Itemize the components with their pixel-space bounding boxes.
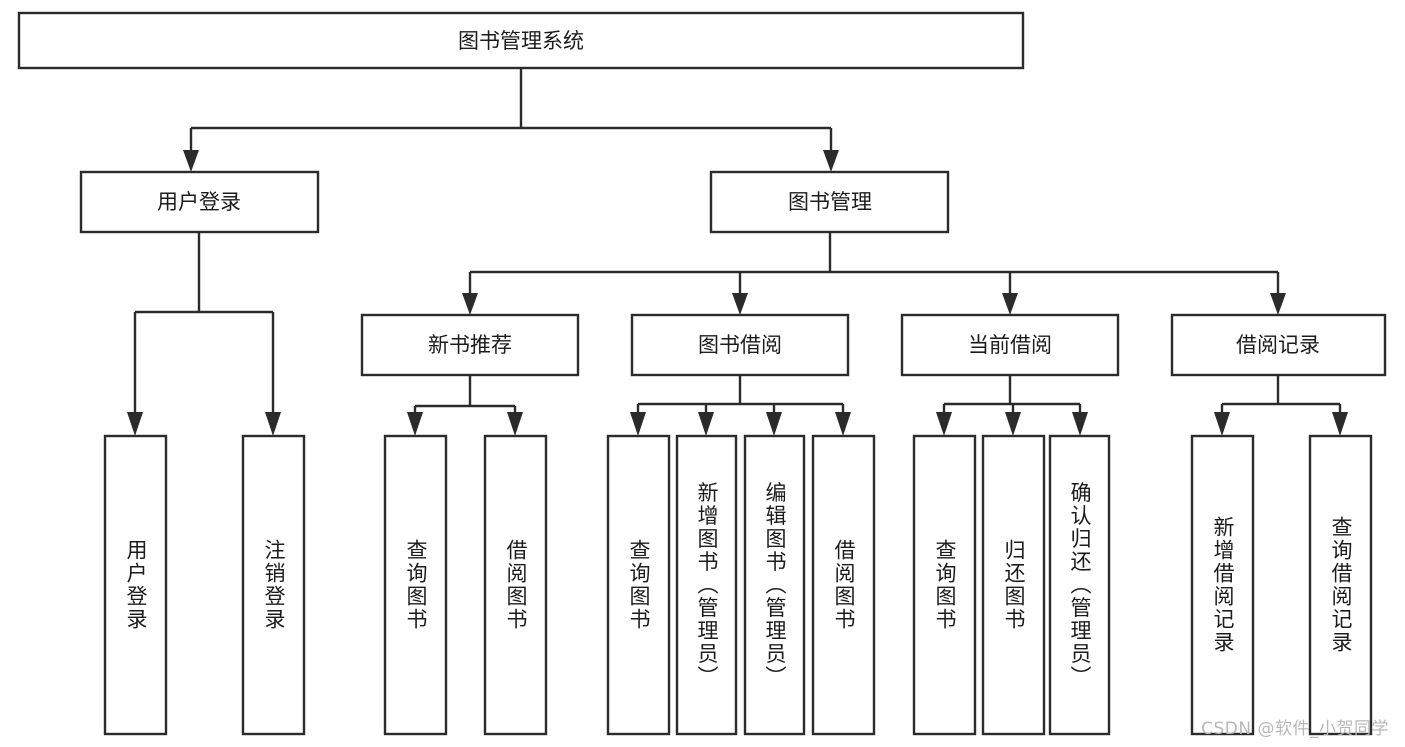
arrow-head-book-manage <box>823 150 839 172</box>
node-root-label: 图书管理系统 <box>458 29 584 53</box>
node-leaf-user-login[interactable]: 用户登录 <box>103 434 168 736</box>
node-leaf-nb-query-book[interactable]: 查询图书 <box>383 434 448 736</box>
node-root-system[interactable]: 图书管理系统 <box>17 11 1025 70</box>
node-leaf-bb-edit-book-box <box>743 434 806 736</box>
node-leaf-bb-borrow-book-label: 借阅图书 <box>832 539 856 631</box>
node-leaf-nb-query-book-label: 查询图书 <box>404 539 428 631</box>
watermark-text: CSDN @软件_小贺同学 <box>1201 719 1389 739</box>
node-root-box <box>17 11 1025 70</box>
arrow-head-cb-leaf1 <box>936 412 952 436</box>
node-leaf-br-query-record[interactable]: 查询借阅记录 <box>1308 434 1373 736</box>
node-new-book-recommend-label: 新书推荐 <box>428 333 512 357</box>
arrow-head-current-borrow <box>1002 293 1018 315</box>
node-leaf-cb-return-book-box <box>981 434 1046 736</box>
node-leaf-logout-box <box>241 434 306 736</box>
node-leaf-bb-edit-book[interactable]: 编辑图书（管理员） <box>743 434 806 736</box>
node-leaf-cb-confirm-return-label: 确认归还（管理员） <box>1068 482 1092 689</box>
arrow-head-br-leaf1 <box>1214 412 1230 436</box>
arrow-head-bb-leaf3 <box>766 412 782 436</box>
node-borrow-record-box <box>1170 313 1387 377</box>
node-leaf-cb-return-book[interactable]: 归还图书 <box>981 434 1046 736</box>
arrow-head-new-book <box>462 293 478 315</box>
arrow-head-cb-leaf3 <box>1072 412 1088 436</box>
node-leaf-bb-edit-book-label: 编辑图书（管理员） <box>763 482 787 689</box>
node-leaf-user-login-label: 用户登录 <box>124 539 148 631</box>
node-leaf-bb-add-book[interactable]: 新增图书（管理员） <box>675 434 738 736</box>
arrow-head-br-leaf2 <box>1332 412 1348 436</box>
node-borrow-record[interactable]: 借阅记录 <box>1170 313 1387 377</box>
node-book-manage-box <box>709 170 950 234</box>
node-leaf-br-add-record[interactable]: 新增借阅记录 <box>1190 434 1255 736</box>
node-leaf-nb-borrow-book[interactable]: 借阅图书 <box>483 434 548 736</box>
node-leaf-bb-borrow-book[interactable]: 借阅图书 <box>811 434 876 736</box>
node-user-login[interactable]: 用户登录 <box>79 170 320 234</box>
node-leaf-cb-return-book-label: 归还图书 <box>1002 539 1026 631</box>
node-current-borrow[interactable]: 当前借阅 <box>900 313 1120 377</box>
arrow-head-cb-leaf2 <box>1005 412 1021 436</box>
arrow-head-leaf-user-login <box>127 412 143 436</box>
node-leaf-user-login-box <box>103 434 168 736</box>
node-leaf-cb-confirm-return[interactable]: 确认归还（管理员） <box>1048 434 1111 736</box>
node-user-login-label: 用户登录 <box>157 190 241 214</box>
node-leaf-cb-query-book-label: 查询图书 <box>933 539 957 631</box>
node-new-book-recommend[interactable]: 新书推荐 <box>360 313 580 377</box>
arrow-head-nb-leaf2 <box>507 412 523 436</box>
node-leaf-nb-borrow-book-box <box>483 434 548 736</box>
node-leaf-cb-query-book-box <box>912 434 977 736</box>
node-leaf-bb-query-book-box <box>606 434 671 736</box>
arrow-head-nb-leaf1 <box>407 412 423 436</box>
node-leaf-bb-query-book[interactable]: 查询图书 <box>606 434 671 736</box>
node-leaf-cb-confirm-return-box <box>1048 434 1111 736</box>
node-book-borrow-box <box>630 313 850 377</box>
node-new-book-recommend-box <box>360 313 580 377</box>
node-leaf-logout[interactable]: 注销登录 <box>241 434 306 736</box>
node-current-borrow-box <box>900 313 1120 377</box>
arrow-head-bb-leaf4 <box>835 412 851 436</box>
arrow-head-borrow-record <box>1270 293 1286 315</box>
node-user-login-box <box>79 170 320 234</box>
node-leaf-br-query-record-label: 查询借阅记录 <box>1329 516 1353 654</box>
node-leaf-bb-borrow-book-box <box>811 434 876 736</box>
node-leaf-logout-label: 注销登录 <box>262 539 286 631</box>
node-leaf-br-add-record-label: 新增借阅记录 <box>1211 516 1235 654</box>
arrow-head-user-login <box>183 150 199 172</box>
node-book-manage-label: 图书管理 <box>788 190 872 214</box>
node-book-borrow[interactable]: 图书借阅 <box>630 313 850 377</box>
node-leaf-bb-add-book-box <box>675 434 738 736</box>
node-leaf-br-add-record-box <box>1190 434 1255 736</box>
node-leaf-br-query-record-box <box>1308 434 1373 736</box>
arrow-head-bb-leaf1 <box>630 412 646 436</box>
node-book-borrow-label: 图书借阅 <box>698 333 782 357</box>
node-leaf-bb-add-book-label: 新增图书（管理员） <box>695 482 719 689</box>
node-leaf-bb-query-book-label: 查询图书 <box>627 539 651 631</box>
node-current-borrow-label: 当前借阅 <box>968 333 1052 357</box>
node-borrow-record-label: 借阅记录 <box>1236 333 1320 357</box>
node-book-manage[interactable]: 图书管理 <box>709 170 950 234</box>
node-leaf-nb-query-book-box <box>383 434 448 736</box>
node-leaf-cb-query-book[interactable]: 查询图书 <box>912 434 977 736</box>
arrow-head-bb-leaf2 <box>698 412 714 436</box>
node-leaf-nb-borrow-book-label: 借阅图书 <box>504 539 528 631</box>
edge-layer <box>127 68 1348 436</box>
arrow-head-book-borrow <box>732 293 748 315</box>
arrow-head-leaf-logout <box>265 412 281 436</box>
